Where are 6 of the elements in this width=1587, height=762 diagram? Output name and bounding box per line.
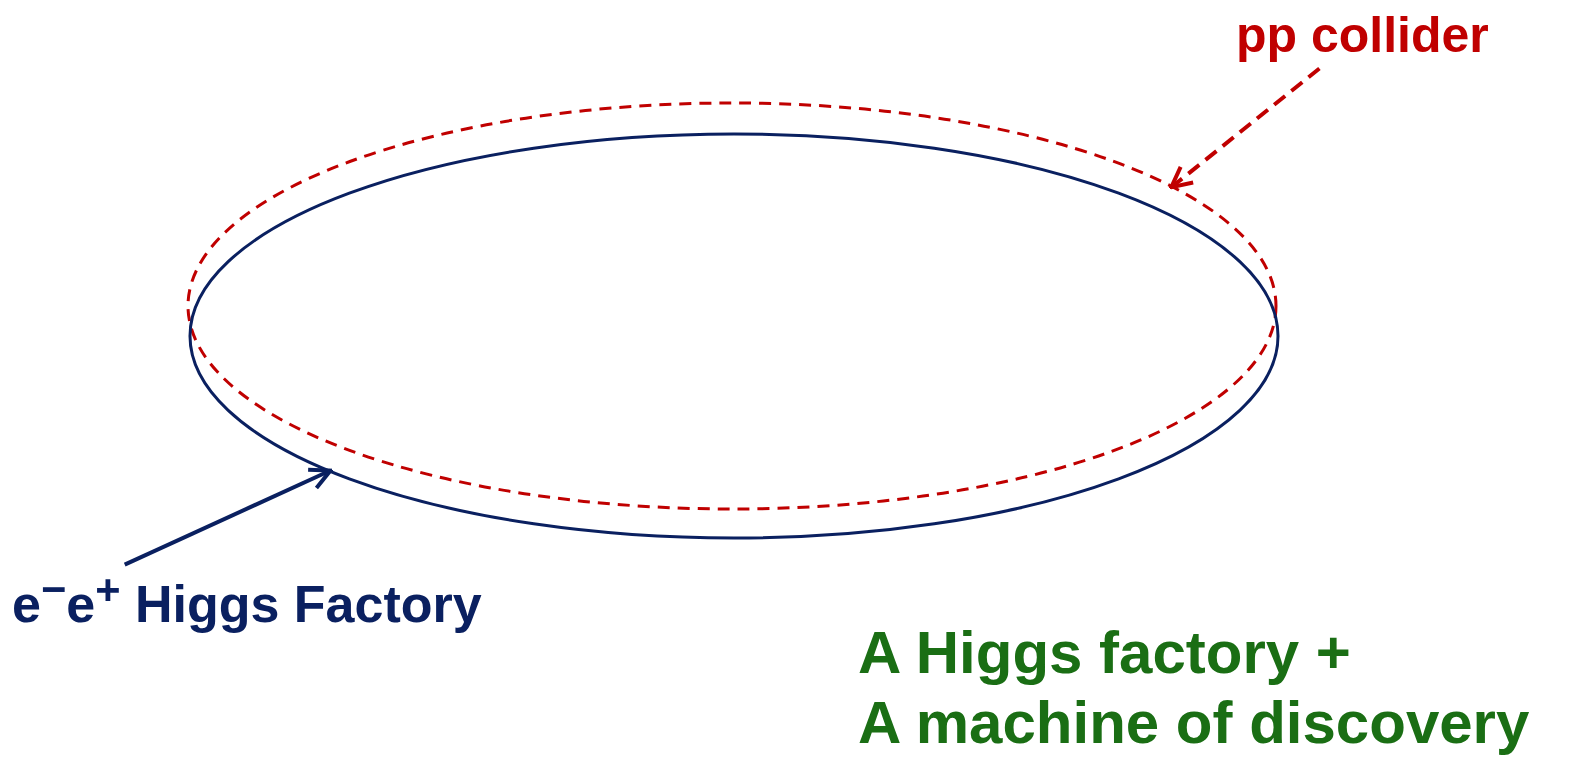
- arrow: [1169, 66, 1321, 190]
- summary-note: A Higgs factory +: [858, 620, 1351, 686]
- collider-label: e$^{−}$e$^{+}$ Higgs Factory: [12, 566, 482, 634]
- summary-note: A machine of discovery: [858, 690, 1530, 756]
- arrow: [123, 467, 333, 567]
- collider-label: pp collider: [1236, 8, 1489, 63]
